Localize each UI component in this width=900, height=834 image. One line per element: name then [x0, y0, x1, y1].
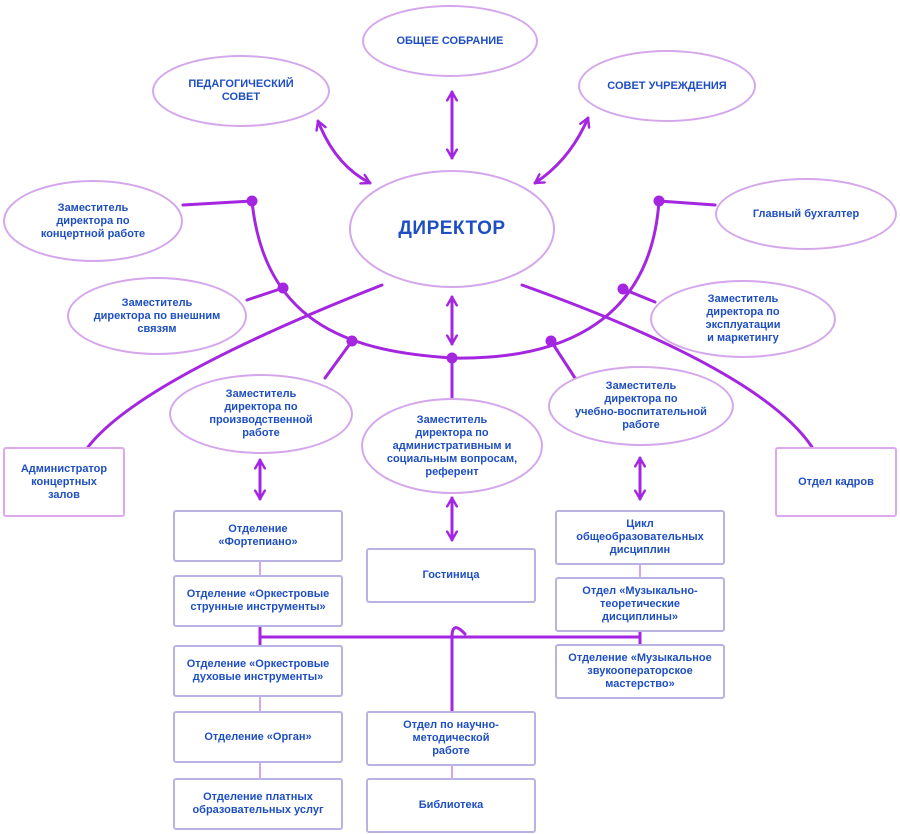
- link-deputy-operation: [621, 287, 657, 304]
- general-meeting-node: ОБЩЕЕ СОБРАНИЕ: [362, 5, 538, 77]
- organ-department-box: Отделение «Орган»: [173, 711, 343, 763]
- concert-admin-box: Администратор концертных залов: [3, 447, 125, 517]
- link-concert-admin: [86, 283, 384, 449]
- junction-dot-concert: [246, 195, 258, 207]
- junction-dot-production: [346, 335, 358, 347]
- deputy-admin-node: Заместитель директора по административны…: [361, 398, 543, 494]
- link-deputy-production: [323, 339, 354, 380]
- director-node: ДИРЕКТОР: [349, 170, 555, 288]
- deputy-production-node: Заместитель директора по производственно…: [169, 374, 353, 454]
- chief-accountant-node: Главный бухгалтер: [715, 178, 897, 250]
- deputy-external-node: Заместитель директора по внешним связям: [67, 277, 247, 355]
- junction-dot-accountant: [653, 195, 665, 207]
- junction-dot-operation: [617, 283, 629, 295]
- arrow-pedagogical-director: [315, 119, 372, 185]
- junction-dot-admin: [446, 352, 458, 364]
- link-deputy-external: [245, 286, 285, 302]
- link-deputy-education: [549, 339, 577, 380]
- piano-department-box: Отделение «Фортепиано»: [173, 510, 343, 562]
- junction-dot-external: [277, 282, 289, 294]
- junction-dot-education: [545, 335, 557, 347]
- link-deputy-concert: [181, 199, 254, 207]
- library-box: Библиотека: [366, 778, 536, 833]
- deputy-concert-node: Заместитель директора по концертной рабо…: [3, 180, 183, 262]
- winds-department-box: Отделение «Оркестровые духовые инструмен…: [173, 645, 343, 697]
- paid-services-department-box: Отделение платных образовательных услуг: [173, 778, 343, 830]
- strings-department-box: Отделение «Оркестровые струнные инструме…: [173, 575, 343, 627]
- pedagogical-council-node: ПЕДАГОГИЧЕСКИЙ СОВЕТ: [152, 55, 330, 127]
- hotel-box: Гостиница: [366, 548, 536, 603]
- deputy-operation-node: Заместитель директора по эксплуатации и …: [650, 280, 836, 358]
- arrow-institution-director: [533, 116, 591, 185]
- general-disciplines-box: Цикл общеобразовательных дисциплин: [555, 510, 725, 565]
- link-chief-accountant: [657, 199, 717, 207]
- methodical-department-box: Отдел по научно- методической работе: [366, 711, 536, 766]
- sound-engineering-box: Отделение «Музыкальное звукооператорское…: [555, 644, 725, 699]
- hr-department-box: Отдел кадров: [775, 447, 897, 517]
- institution-council-node: СОВЕТ УЧРЕЖДЕНИЯ: [578, 50, 756, 122]
- link-hr-department: [520, 283, 814, 449]
- cross-center-curve: [450, 626, 467, 639]
- music-theory-box: Отдел «Музыкально- теоретические дисципл…: [555, 577, 725, 632]
- deputy-education-node: Заместитель директора по учебно-воспитат…: [548, 366, 734, 446]
